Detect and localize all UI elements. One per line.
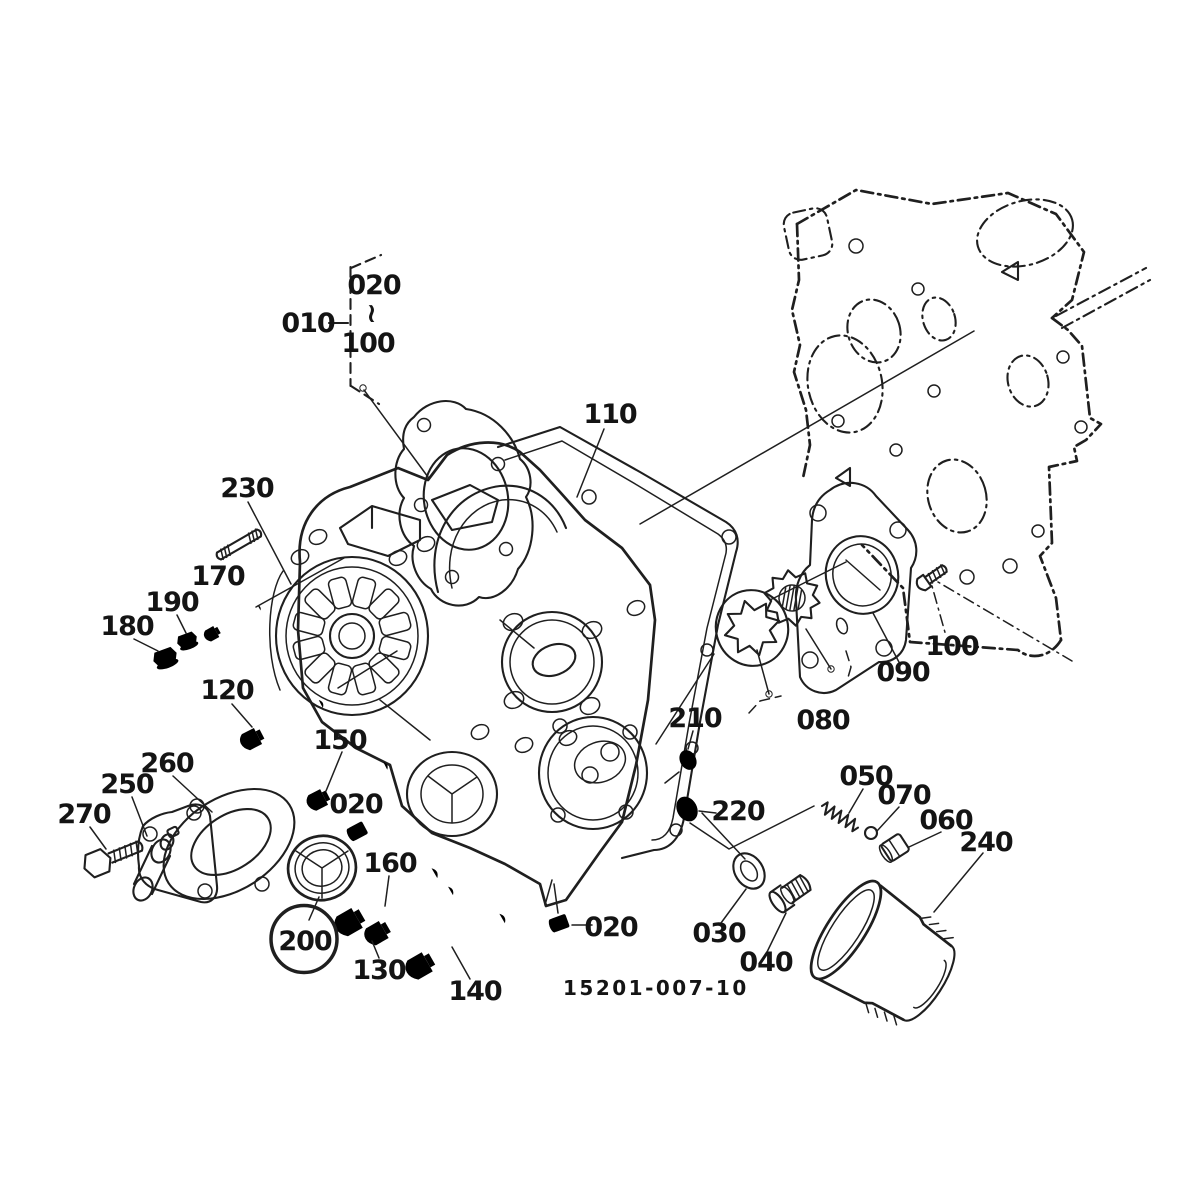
part-label-250: 250 (100, 769, 154, 800)
nipple-040 (768, 874, 812, 914)
part-label-120: 120 (200, 675, 254, 706)
fasteners (150, 528, 948, 983)
part-label-210: 210 (668, 703, 722, 734)
side-cover-plate (137, 803, 219, 904)
part-label-080: 080 (796, 705, 850, 736)
part-label-240: 240 (959, 827, 1013, 858)
part-label-220: 220 (711, 796, 765, 827)
part-label-020-bottom: 020 (584, 912, 638, 943)
part-label-230: 230 (220, 473, 274, 504)
plug-020-mid (345, 821, 369, 843)
part-label-190: 190 (145, 587, 199, 618)
part-label-160: 160 (363, 848, 417, 879)
spring-050 (820, 801, 860, 833)
part-label-090: 090 (876, 657, 930, 688)
engine-block-phantom (782, 188, 1152, 658)
timing-cover-gasket (496, 425, 739, 860)
oil-seal (286, 834, 358, 902)
part-label-150: 150 (313, 725, 367, 756)
part-label-030: 030 (692, 918, 746, 949)
drawing-number: 15201-007-10 (563, 976, 749, 1000)
oil-pump-outer-rotor (714, 589, 790, 667)
ball-070 (863, 825, 879, 841)
bolt-130 (361, 881, 458, 949)
side-cover-gasket (162, 787, 296, 901)
range-tilde: ~ (356, 302, 387, 324)
water-pump-gasket (394, 400, 534, 607)
part-label-040: 040 (739, 947, 793, 978)
nut-190 (175, 630, 201, 653)
part-label-010: 010 (281, 308, 335, 339)
highlight-circle-200 (269, 903, 339, 975)
part-label-020-mid: 020 (329, 789, 383, 820)
side-cover-bolt (83, 840, 144, 879)
bolt-170 (201, 601, 264, 644)
oil-pump-body (794, 481, 918, 694)
part-label-110: 110 (583, 399, 637, 430)
part-label-130: 130 (352, 955, 406, 986)
leader-lines (89, 253, 1073, 980)
stud-230 (215, 528, 263, 561)
washer-030 (732, 852, 766, 890)
part-label-050: 050 (839, 761, 893, 792)
part-label-170: 170 (191, 561, 245, 592)
part-label-100-top: 100 (341, 328, 395, 359)
plug-020-bottom (547, 913, 570, 934)
bolt-140 (401, 907, 511, 983)
filter-joint-parts (732, 852, 812, 914)
part-label-200: 200 (278, 926, 332, 957)
timing-gearcase-cover (269, 441, 657, 908)
part-label-180: 180 (100, 611, 154, 642)
part-labels: 010 020 ~ 100 110 230 170 190 180 120 15… (57, 270, 1014, 1007)
part-label-260: 260 (140, 748, 194, 779)
screw-100-right (915, 564, 948, 592)
plug-060 (878, 833, 910, 863)
oil-filter (809, 879, 956, 1026)
oil-pump-inner-rotor (763, 569, 821, 627)
relief-valve-parts (820, 801, 910, 863)
part-label-070: 070 (877, 780, 931, 811)
part-label-270: 270 (57, 799, 111, 830)
part-label-140: 140 (448, 976, 502, 1007)
part-label-060: 060 (919, 805, 973, 836)
part-label-100-right: 100 (925, 631, 979, 662)
part-label-020-top: 020 (347, 270, 401, 301)
